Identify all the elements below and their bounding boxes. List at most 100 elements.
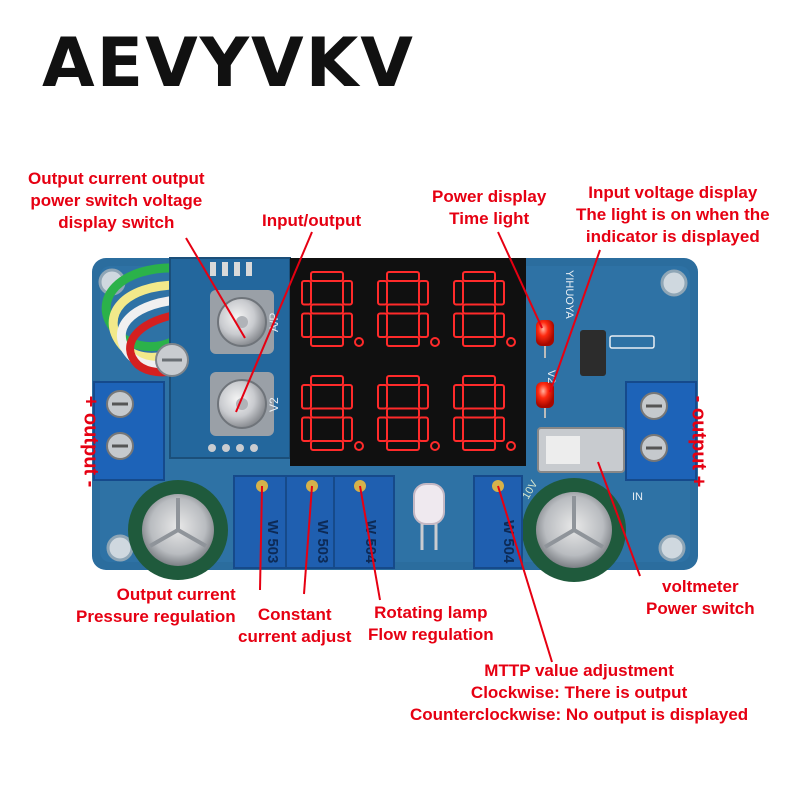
brand-logo-text: AEVYVKV xyxy=(42,24,415,103)
small-component xyxy=(580,330,606,376)
display-decimal-point xyxy=(506,337,516,347)
display-segment xyxy=(310,303,344,315)
right-terminal-block[interactable] xyxy=(625,381,697,481)
display-segment xyxy=(301,416,312,442)
display-segment xyxy=(386,303,420,315)
label-line: current adjust xyxy=(238,627,352,646)
display-segment xyxy=(462,440,496,451)
display-segment xyxy=(418,280,429,306)
label-line: MTTP value adjustment xyxy=(484,661,674,680)
silk-in: IN xyxy=(632,491,643,503)
display-segment xyxy=(342,312,353,338)
label-line: voltmeter xyxy=(662,577,739,596)
display-segment xyxy=(453,384,464,410)
label-line: Flow regulation xyxy=(368,625,494,644)
display-decimal-point xyxy=(354,441,364,451)
label-line: Power switch xyxy=(646,599,755,618)
callout-lines xyxy=(185,231,641,663)
label-line: Clockwise: There is output xyxy=(470,683,688,702)
label-line: indicator is displayed xyxy=(585,227,760,246)
display-segment xyxy=(301,384,312,410)
lower-7seg-display xyxy=(290,362,526,466)
display-decimal-point xyxy=(430,337,440,347)
display-segment xyxy=(418,384,429,410)
pot1-label: W 503 xyxy=(264,520,281,563)
input-voltage-led xyxy=(536,382,554,418)
label-constant-current: Constant current adjust xyxy=(238,604,351,648)
left-terminal-block[interactable] xyxy=(93,381,165,481)
display-segment xyxy=(377,312,388,338)
mount-hole xyxy=(658,534,686,562)
label-line: Output current output xyxy=(28,169,205,188)
solder-pads xyxy=(208,444,258,452)
display-segment xyxy=(462,375,496,386)
display-segment xyxy=(453,280,464,306)
switch-button-bottom[interactable] xyxy=(210,372,274,436)
display-segment xyxy=(386,271,420,282)
display-segment xyxy=(494,384,505,410)
label-line: Time light xyxy=(449,209,530,228)
label-line: Constant xyxy=(257,605,332,624)
display-segment xyxy=(310,271,344,282)
display-segment xyxy=(386,375,420,386)
display-segment xyxy=(342,416,353,442)
mount-hole xyxy=(106,534,134,562)
display-segment xyxy=(386,336,420,347)
pot-rotating-lamp[interactable]: W 504 xyxy=(333,475,395,569)
display-segment xyxy=(310,407,344,419)
display-segment xyxy=(453,312,464,338)
label-switch-top: Output current output power switch volta… xyxy=(28,168,205,234)
display-segment xyxy=(301,280,312,306)
display-segment xyxy=(310,336,344,347)
display-segment xyxy=(453,416,464,442)
display-segment xyxy=(462,336,496,347)
display-segment xyxy=(310,440,344,451)
display-decimal-point xyxy=(430,441,440,451)
connector-pins xyxy=(210,262,252,276)
label-left-output: + output - xyxy=(79,395,102,488)
display-segment xyxy=(494,312,505,338)
screw xyxy=(155,343,189,377)
display-segment xyxy=(386,407,420,419)
display-segment xyxy=(342,384,353,410)
display-segment xyxy=(386,440,420,451)
label-line: Power display xyxy=(432,187,547,206)
label-input-voltage: Input voltage display The light is on wh… xyxy=(576,182,770,248)
label-line: power switch voltage xyxy=(30,191,203,210)
label-line: The light is on when the xyxy=(576,205,770,224)
voltmeter-power-switch[interactable] xyxy=(537,427,625,473)
label-line: Input voltage display xyxy=(588,183,758,202)
silk-v2-left: V2 xyxy=(267,397,281,412)
display-segment xyxy=(377,416,388,442)
right-capacitor: 10V xyxy=(520,478,626,582)
rotating-lamp-led xyxy=(413,483,445,550)
display-segment xyxy=(418,312,429,338)
display-segment xyxy=(310,375,344,386)
display-segment xyxy=(377,384,388,410)
label-mttp: MTTP value adjustment Clockwise: There i… xyxy=(410,660,748,726)
left-capacitor xyxy=(128,480,228,580)
display-segment xyxy=(462,407,496,419)
label-line: display switch xyxy=(58,213,175,232)
display-segment xyxy=(342,280,353,306)
display-segment xyxy=(494,416,505,442)
display-segment xyxy=(418,416,429,442)
display-segment xyxy=(462,271,496,282)
pot2-label: W 503 xyxy=(314,520,331,563)
label-voltmeter: voltmeter Power switch xyxy=(646,576,755,620)
label-line: Output current xyxy=(116,585,236,604)
label-output-current: Output current Pressure regulation xyxy=(76,584,236,628)
display-segment xyxy=(377,280,388,306)
display-segment xyxy=(301,312,312,338)
pot-mttp[interactable]: W 504 xyxy=(473,475,523,569)
upper-7seg-display xyxy=(290,258,526,362)
label-line: Rotating lamp xyxy=(374,603,488,622)
mount-hole xyxy=(660,269,688,297)
label-right-output: - output + xyxy=(687,395,710,488)
display-segment xyxy=(462,303,496,315)
display-decimal-point xyxy=(354,337,364,347)
silk-vertical: YIHUOYA xyxy=(563,270,575,319)
label-input-output: Input/output xyxy=(262,211,362,230)
label-line: Pressure regulation xyxy=(76,607,236,626)
label-power-display: Power display Time light xyxy=(432,186,546,230)
